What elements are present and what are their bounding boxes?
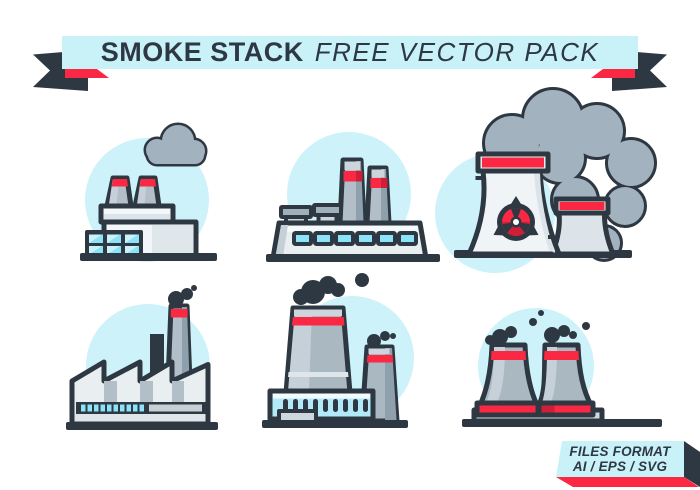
badge-bottom-fold <box>556 477 699 487</box>
ground-line <box>80 253 217 261</box>
banner-title: SMOKE STACK FREE VECTOR PACK <box>62 36 638 69</box>
banner-title-bold: SMOKE STACK <box>100 37 304 67</box>
ribbon-band <box>62 36 638 69</box>
window-strip <box>76 402 206 414</box>
plant-hall <box>267 388 376 424</box>
format-label: FILES FORMAT AI / EPS / SVG <box>556 441 684 477</box>
dark-smoke <box>168 285 197 307</box>
ground-line <box>266 254 440 262</box>
format-label-line1: FILES FORMAT <box>569 443 671 459</box>
twin-cooling-towers-icon <box>462 308 662 427</box>
fan-badge <box>493 196 539 241</box>
title-ribbon <box>33 36 667 91</box>
banner-title-italic: FREE VECTOR PACK <box>314 37 600 67</box>
ground-line <box>66 422 218 430</box>
ribbon-right-fold <box>591 69 635 78</box>
ground-line <box>262 420 408 428</box>
chimneys <box>337 157 392 226</box>
window-row <box>292 231 418 246</box>
nuclear-cooling-towers-icon <box>435 87 657 273</box>
cooling-tower-plant-icon <box>262 273 414 428</box>
factory-two-stacks-icon <box>80 122 217 262</box>
left-tower <box>474 342 541 418</box>
dark-smoke <box>485 310 590 345</box>
format-label-line2: AI / EPS / SVG <box>572 459 668 474</box>
ribbon-left-fold <box>65 69 109 78</box>
plant-two-chimneys-icon <box>266 132 440 262</box>
window-grid <box>85 230 143 257</box>
right-tower <box>536 342 596 418</box>
format-badge <box>556 441 700 487</box>
badge-side-shadow <box>684 441 700 487</box>
dark-smoke <box>293 273 369 305</box>
sawtooth-factory-icon <box>66 285 218 430</box>
ground-line <box>462 419 662 427</box>
back-tower <box>549 196 616 257</box>
dark-chimney <box>150 334 164 374</box>
badge-face <box>556 441 684 477</box>
